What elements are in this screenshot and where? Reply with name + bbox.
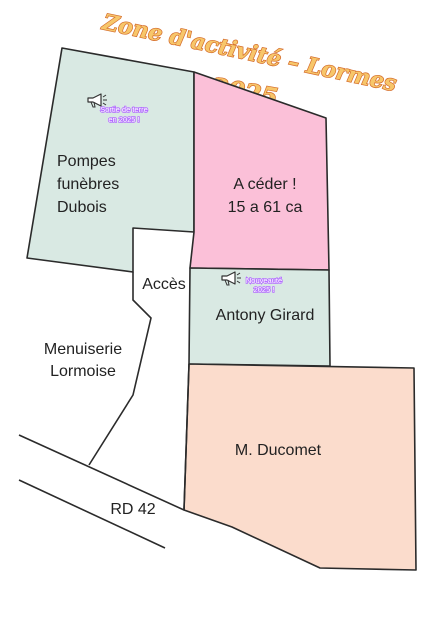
menuiserie-label-1: Menuiserie — [44, 341, 122, 358]
announcement-pompes-funebres-line1: Sortie de terre — [100, 105, 148, 114]
parcel-ducomet-label: M. Ducomet — [235, 442, 322, 459]
parcel-a-ceder-label-2: 15 a 61 ca — [228, 199, 303, 216]
announcement-pompes-funebres-line2: en 2025 ! — [108, 115, 139, 124]
announcement-antony-girard-line1: Nouveauté — [246, 276, 282, 285]
megaphone-icon — [221, 271, 241, 286]
parcel-ducomet — [183, 363, 417, 571]
rd42-edge-bottom — [18, 479, 166, 549]
announcement-antony-girard: Nouveauté 2025 ! — [221, 271, 283, 295]
parcel-a-ceder-label-1: A céder ! — [233, 176, 296, 193]
megaphone-icon — [87, 93, 107, 108]
parcel-pompes-funebres-label-3: Dubois — [57, 199, 107, 216]
menuiserie-label-2: Lormoise — [50, 363, 116, 380]
road-rd42-label: RD 42 — [110, 501, 155, 518]
announcement-pompes-funebres: Sortie de terre en 2025 ! — [87, 93, 149, 125]
access-road-edge-right — [183, 363, 190, 511]
parcel-pompes-funebres-label-1: Pompes — [57, 153, 116, 170]
announcement-antony-girard-line2: 2025 ! — [254, 285, 275, 294]
parcel-pompes-funebres-label-2: funèbres — [57, 176, 119, 193]
parcel-antony-girard-label: Antony Girard — [216, 307, 315, 324]
access-road-edge — [88, 272, 152, 466]
acces-label: Accès — [142, 276, 186, 293]
rd42-edge-top — [18, 434, 185, 511]
parcel-a-ceder — [189, 71, 330, 271]
